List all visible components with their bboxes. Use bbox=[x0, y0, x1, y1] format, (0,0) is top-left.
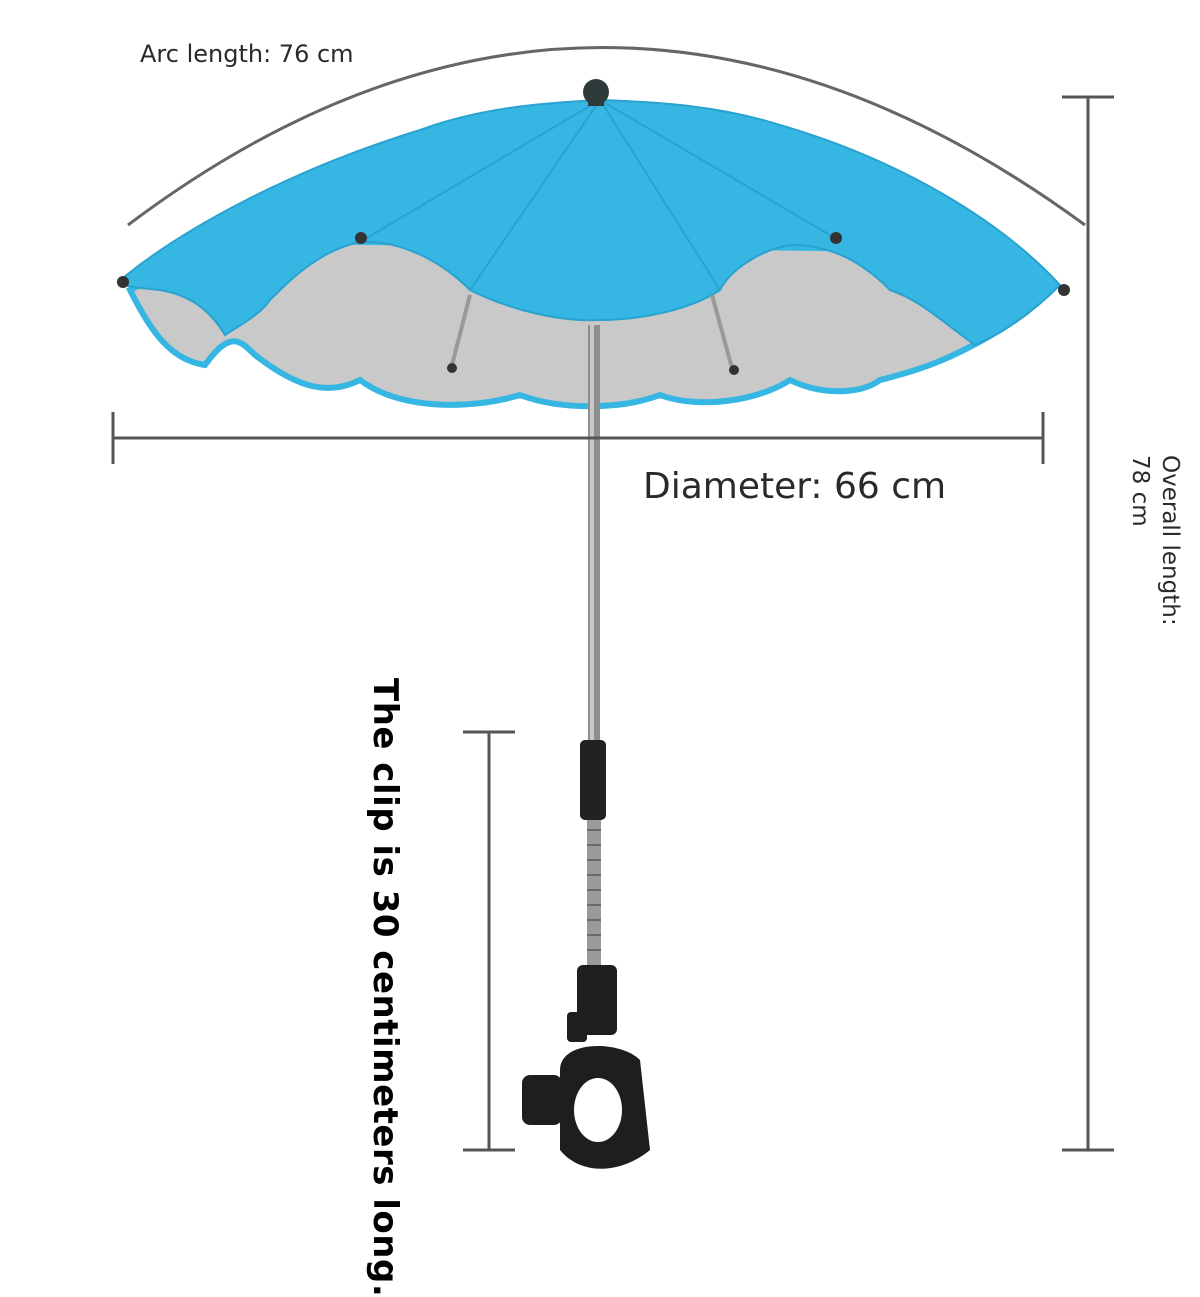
gooseneck-ridges bbox=[587, 829, 601, 951]
canopy-underside bbox=[125, 236, 1004, 410]
handle-grip bbox=[580, 740, 606, 820]
stretcher bbox=[450, 294, 472, 366]
canopy-seam bbox=[469, 99, 601, 291]
canopy-seam bbox=[359, 99, 601, 243]
gooseneck bbox=[587, 820, 601, 970]
clip-knob-lower bbox=[522, 1075, 562, 1125]
canopy-seam bbox=[599, 99, 836, 239]
clip-knob-upper bbox=[567, 1012, 587, 1042]
rib-tip bbox=[1058, 284, 1070, 296]
rib-tip bbox=[355, 232, 367, 244]
canopy-seam bbox=[599, 99, 721, 291]
stretcher-tip bbox=[729, 365, 739, 375]
rib-tip bbox=[830, 232, 842, 244]
rib-tip bbox=[117, 276, 129, 288]
clip-length-label: The clip is 30 centimeters long. bbox=[365, 678, 405, 1297]
stretcher-tip bbox=[447, 363, 457, 373]
stretcher bbox=[710, 294, 734, 369]
umbrella-dimension-diagram: Arc length: 76 cm Diameter: 66 cm Overal… bbox=[111, 40, 1183, 1297]
pole-highlight bbox=[590, 325, 594, 745]
diameter-label: Diameter: 66 cm bbox=[643, 466, 947, 507]
overall-length-label: Overall length: 78 cm bbox=[1127, 455, 1183, 626]
clip-jaw-opening bbox=[574, 1078, 622, 1142]
arc-length-curve bbox=[127, 46, 1086, 227]
arc-length-label: Arc length: 76 cm bbox=[140, 40, 354, 68]
diagram-graphics bbox=[111, 46, 1114, 1169]
top-knob-base bbox=[588, 98, 604, 106]
